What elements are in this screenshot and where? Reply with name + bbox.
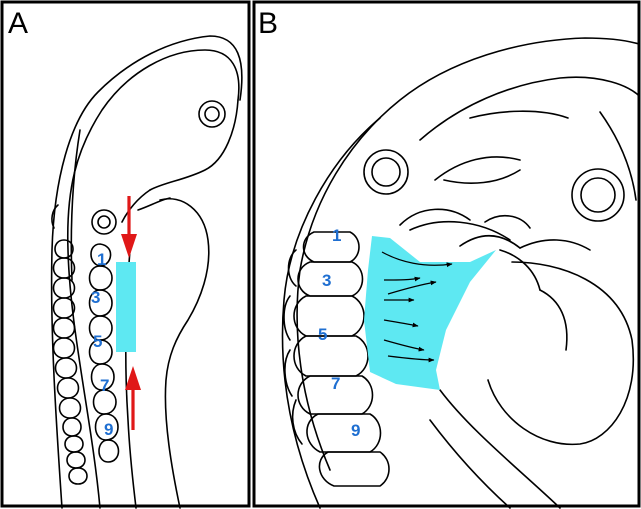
panel-a-cyan-region: [116, 262, 136, 352]
panel-b-label-5: 5: [318, 325, 327, 344]
panel-b-label-1: 1: [332, 226, 341, 245]
red-arrow-icon: [125, 366, 141, 390]
panel-a-label-3: 3: [91, 288, 100, 307]
panel-a-somites: [54, 240, 119, 484]
panel-b-label-9: 9: [351, 421, 360, 440]
panel-b-cyan-region: [364, 236, 496, 390]
panel-a-label-5: 5: [93, 332, 102, 351]
panel-b: B: [254, 2, 639, 508]
panel-a-label-7: 7: [100, 376, 109, 395]
panel-a: A: [2, 2, 249, 508]
red-arrow-icon: [121, 234, 137, 258]
panel-a-frame: [2, 2, 249, 506]
panel-a-letter: A: [8, 7, 28, 40]
panel-a-label-9: 9: [104, 420, 113, 439]
panel-b-letter: B: [258, 7, 278, 40]
panel-b-label-3: 3: [322, 271, 331, 290]
panel-a-label-1: 1: [97, 250, 106, 269]
panel-a-arrow-down: [121, 196, 137, 258]
panel-b-label-7: 7: [331, 374, 340, 393]
